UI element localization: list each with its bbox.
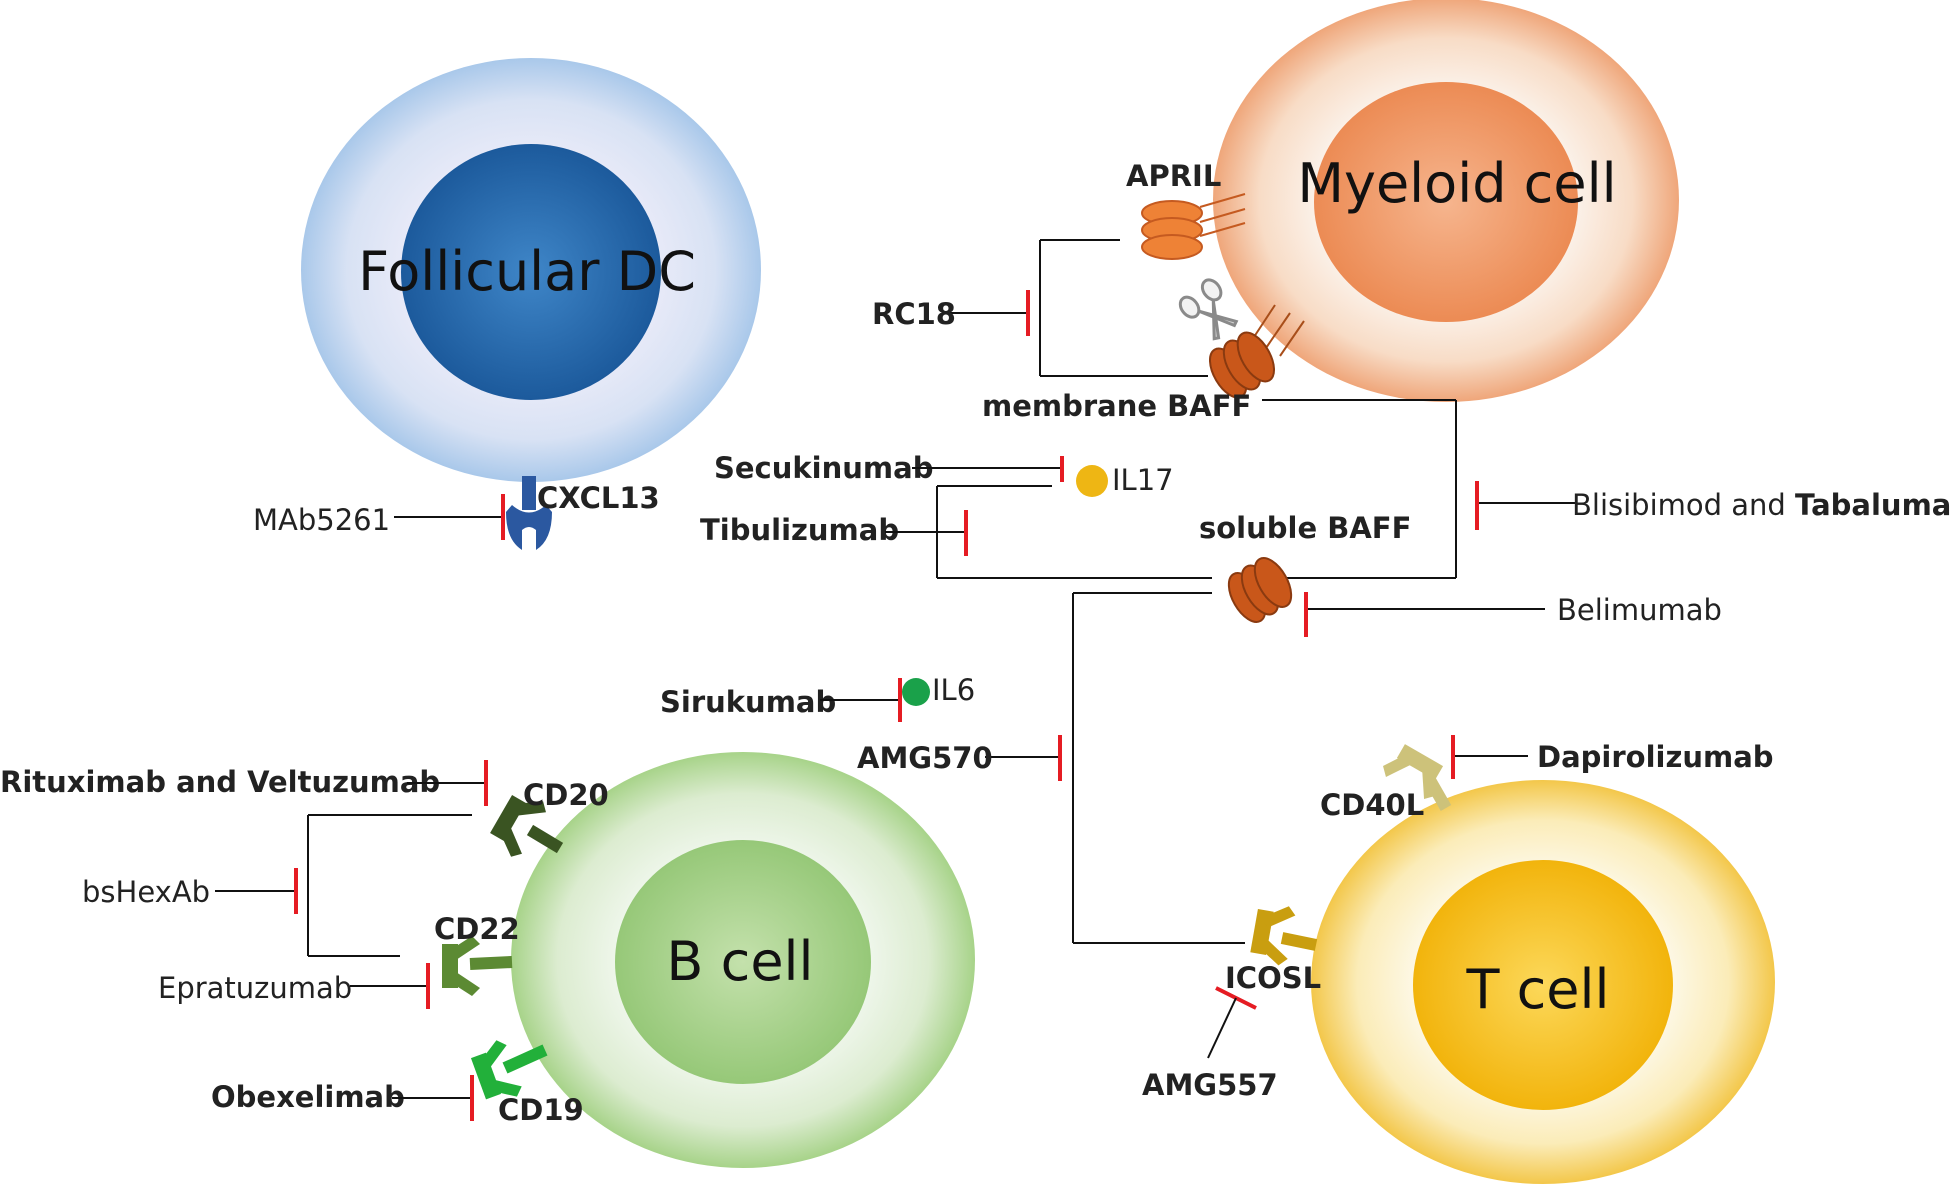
soluble-baff-label: soluble BAFF	[1199, 511, 1411, 545]
b-cell: B cell	[511, 752, 975, 1168]
myeloid-cell-label: Myeloid cell	[1297, 152, 1616, 215]
cd19-label: CD19	[498, 1093, 584, 1127]
cxcl13-receptor	[506, 476, 552, 550]
blisibimod-label: Blisibimod and Tabalumab	[1572, 488, 1950, 522]
cd22-receptor	[442, 936, 513, 996]
april-label: APRIL	[1126, 159, 1221, 193]
cd40l-label: CD40L	[1320, 788, 1424, 822]
mab5261-label: MAb5261	[253, 503, 390, 537]
membrane-baff	[1208, 304, 1305, 399]
t-cell: T cell	[1311, 780, 1775, 1184]
dapirolizumab-label: Dapirolizumab	[1537, 740, 1774, 774]
il6-ligand	[902, 678, 930, 706]
rituximab-label: Rituximab and Veltuzumab	[0, 765, 440, 799]
cd20-receptor	[490, 794, 564, 857]
b-cell-label: B cell	[666, 930, 813, 993]
bshexab-label: bsHexAb	[82, 875, 210, 909]
cxcl13-label: CXCL13	[537, 481, 660, 515]
cd20-label: CD20	[523, 778, 609, 812]
secukinumab-label: Secukinumab	[714, 451, 933, 485]
follicular-dc-label: Follicular DC	[358, 240, 696, 303]
tibulizumab-label: Tibulizumab	[700, 513, 899, 547]
amg557-label: AMG557	[1142, 1068, 1278, 1102]
april-trimer	[1141, 193, 1246, 260]
amg570-label: AMG570	[857, 741, 993, 775]
myeloid-cell: Myeloid cell	[1213, 0, 1679, 402]
icosl-label: ICOSL	[1225, 961, 1321, 995]
soluble-baff	[1227, 557, 1293, 623]
icosl-receptor	[1250, 906, 1318, 966]
cd22-label: CD22	[434, 912, 520, 946]
il17-ligand	[1076, 465, 1108, 497]
rc18-label: RC18	[872, 297, 956, 331]
cd19-receptor	[470, 1040, 548, 1100]
sirukumab-label: Sirukumab	[660, 685, 836, 719]
il17-label: IL17	[1112, 463, 1174, 497]
il6-label: IL6	[932, 673, 975, 707]
follicular-dc-cell: Follicular DC	[301, 58, 761, 482]
membrane-baff-label: membrane BAFF	[982, 389, 1251, 423]
cd40l-receptor	[1383, 744, 1452, 811]
t-cell-label: T cell	[1465, 958, 1609, 1021]
epratuzumab-label: Epratuzumab	[158, 971, 352, 1005]
obexelimab-label: Obexelimab	[211, 1080, 405, 1114]
scissors-icon	[1178, 278, 1239, 341]
belimumab-label: Belimumab	[1557, 593, 1722, 627]
